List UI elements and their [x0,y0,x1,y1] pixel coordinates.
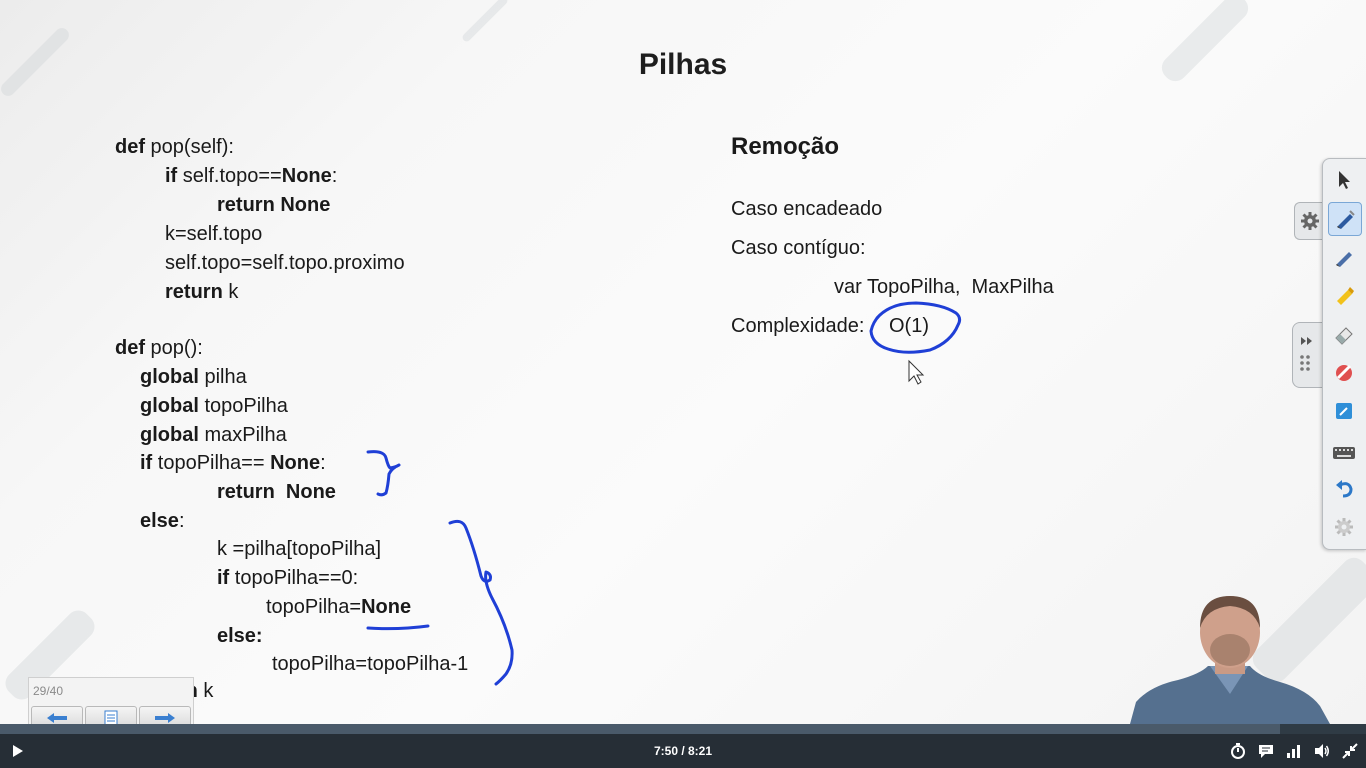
seek-bar-progress [0,724,1280,734]
play-button[interactable] [8,743,26,759]
code-line: self.topo=self.topo.proximo [165,252,405,274]
case-contiguous-text: Caso contíguo: [731,237,866,259]
mouse-cursor-icon [908,359,925,385]
shape-eraser-icon [1336,364,1352,381]
code-line: return None [217,481,336,503]
undo-tool[interactable] [1328,472,1360,504]
ink-brace-small [366,450,401,497]
complexity-value: O(1) [889,315,929,337]
toolbar-expand-tab[interactable] [1292,322,1323,388]
slide-navigator: 29/40 [28,677,194,724]
code-line: global pilha [140,366,247,388]
captions-button[interactable] [1257,743,1275,759]
undo-icon [1336,480,1353,498]
slide-title: Pilhas [638,48,728,81]
cursor-tool[interactable] [1328,163,1360,195]
code-line: if topoPilha==0: [217,567,359,589]
eraser-icon [1335,327,1353,345]
vars-text: var TopoPilha, MaxPilha [834,276,1054,298]
keyboard-icon [1333,447,1355,459]
pen-icon [1337,210,1355,229]
toolbar-settings-tool[interactable] [1328,511,1360,543]
quality-button[interactable] [1285,743,1303,759]
code-line: def pop(self): [115,136,234,158]
annotation-toolbar [1322,158,1366,550]
code-line: k=self.topo [165,223,263,245]
presenter-video [1130,596,1330,724]
code-line: if self.topo==None: [165,165,338,187]
marker-icon [1336,252,1352,267]
complexity-label: Complexidade: [731,315,865,337]
slide: Pilhas def pop(self): if self.topo==None… [0,0,1366,724]
code-line: if topoPilha== None: [140,452,326,474]
shape-eraser-tool[interactable] [1328,356,1360,388]
ink-underline [366,624,430,631]
gear-icon [1301,212,1319,230]
volume-button[interactable] [1313,743,1331,759]
highlighter-icon [1337,287,1354,305]
play-icon [13,745,23,757]
player-controls: 7:50 / 8:21 [0,734,1366,768]
timer-button[interactable] [1229,743,1247,759]
slides-index-icon [104,710,118,724]
time-display: 7:50 / 8:21 [653,744,713,758]
code-line: else: [140,510,185,532]
code-line: global topoPilha [140,395,288,417]
code-line: def pop(): [115,337,203,359]
eraser-tool[interactable] [1328,318,1360,350]
toolbar-settings-tab[interactable] [1294,202,1325,240]
expand-icon [1300,337,1312,371]
exit-fullscreen-icon [1342,743,1358,759]
exit-fullscreen-button[interactable] [1341,743,1359,759]
keyboard-tool[interactable] [1328,437,1360,469]
removal-heading: Remoção [731,133,840,160]
seek-bar[interactable] [0,724,1366,734]
code-line: return k [165,281,239,303]
marker-tool[interactable] [1328,241,1360,273]
page-counter: 29/40 [33,684,64,698]
settings-icon [1335,518,1353,536]
arrow-right-icon [155,713,175,723]
slide-decoration [460,0,510,44]
slides-index-button[interactable] [85,706,137,724]
volume-icon [1315,744,1329,758]
code-line: topoPilha=None [266,596,412,618]
code-line: topoPilha=topoPilha-1 [272,653,469,675]
timer-icon [1231,743,1245,759]
captions-icon [1259,745,1273,758]
cursor-icon [1339,171,1350,189]
case-linked-text: Caso encadeado [731,198,883,220]
code-line: global maxPilha [140,424,287,446]
code-line: else: [217,625,263,647]
prev-slide-button[interactable] [31,706,83,724]
quality-icon [1287,745,1300,758]
note-tool[interactable] [1328,395,1360,427]
code-line: k =pilha[topoPilha] [217,538,382,560]
code-line: return None [217,194,331,216]
arrow-left-icon [47,713,67,723]
pen-tool[interactable] [1328,202,1362,236]
highlighter-tool[interactable] [1328,279,1360,311]
note-icon [1336,403,1352,419]
next-slide-button[interactable] [139,706,191,724]
